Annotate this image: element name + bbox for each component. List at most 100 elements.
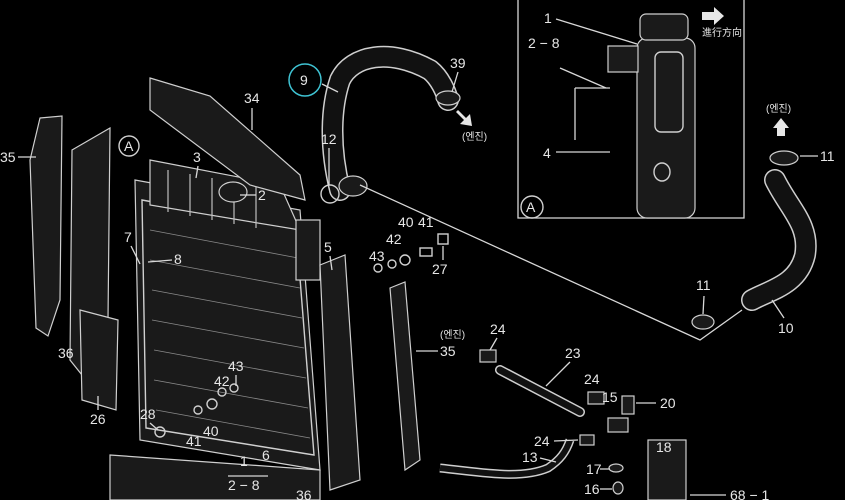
fasteners xyxy=(154,184,449,438)
label-36-left: 36 xyxy=(58,345,74,361)
label-11-top: 11 xyxy=(820,148,835,164)
radiator xyxy=(134,159,321,471)
label-1-bottom: 1 xyxy=(240,453,248,469)
upper-hose-end xyxy=(338,175,368,197)
label-2-8-bottom: 2 − 8 xyxy=(228,477,260,493)
radiator-cap xyxy=(218,181,248,203)
side-panel-35 xyxy=(29,115,63,337)
label-13: 13 xyxy=(522,449,538,465)
label-36-bottom: 36 xyxy=(296,487,312,500)
lower-hose-assembly: (엔진) 11 11 10 xyxy=(359,103,835,341)
leader-7 xyxy=(130,245,141,265)
reservoir-cap xyxy=(639,13,689,41)
label-15: 15 xyxy=(602,389,618,405)
label-43-bottom: 43 xyxy=(228,358,244,374)
inset-label-a: A xyxy=(526,199,536,215)
inset-label-2-8: 2 − 8 xyxy=(528,35,560,51)
label-a-main: A xyxy=(124,138,134,154)
label-9: 9 xyxy=(300,72,308,88)
label-43-top: 43 xyxy=(369,248,385,264)
fitting-15 xyxy=(607,417,629,433)
inset-leader-line-1 xyxy=(559,67,607,89)
label-40-top: 40 xyxy=(398,214,414,230)
leader-28 xyxy=(149,422,159,431)
label-24-a: 24 xyxy=(490,321,506,337)
leader-13 xyxy=(539,457,557,463)
inset-detail: 1 2 − 8 4 進行方向 A xyxy=(517,0,745,219)
inset-label-4: 4 xyxy=(543,145,551,161)
label-41-top: 41 xyxy=(418,214,434,230)
circle-a-icon xyxy=(520,195,544,219)
label-34: 34 xyxy=(244,90,260,106)
shroud-5 xyxy=(319,254,361,491)
arrow-forward-icon xyxy=(702,7,724,25)
highlight-circle xyxy=(288,63,322,97)
label-24-b: 24 xyxy=(584,371,600,387)
shroud-panel-35 xyxy=(389,281,421,472)
clamp-39 xyxy=(435,90,461,106)
label-42-top: 42 xyxy=(386,231,402,247)
leader-24-a xyxy=(489,337,498,351)
leader-24-c xyxy=(553,439,579,442)
label-6: 6 xyxy=(262,447,270,463)
clip-24-c xyxy=(579,434,595,446)
label-11-bottom: 11 xyxy=(696,277,711,293)
washer-17 xyxy=(608,463,624,473)
upper-bracket-34 xyxy=(149,77,306,201)
inset-leader-1 xyxy=(555,18,638,45)
bolt-16 xyxy=(612,481,624,495)
clamp-11-top xyxy=(769,150,799,166)
label-68-1: 68 − 1 xyxy=(730,487,770,500)
label-18: 18 xyxy=(656,439,672,455)
clamp-11-bottom xyxy=(691,314,715,330)
arrow-down-right-icon xyxy=(456,110,472,126)
leader-3 xyxy=(195,165,199,179)
inset-frame xyxy=(517,0,745,219)
label-3: 3 xyxy=(193,149,201,165)
clip-24-b xyxy=(587,391,605,405)
leader-11-bottom xyxy=(702,295,705,315)
label-17: 17 xyxy=(586,461,602,477)
label-12: 12 xyxy=(321,131,337,147)
leader-10 xyxy=(771,299,785,319)
label-35-mid: 35 xyxy=(440,343,456,359)
leader-9 xyxy=(321,83,339,93)
upper-hose-assembly: 9 39 (엔진) xyxy=(288,45,487,201)
leader-39 xyxy=(451,71,459,93)
leader-5 xyxy=(329,255,333,271)
engine-label-1: (엔진) xyxy=(462,131,487,143)
reference-line xyxy=(359,184,743,341)
radiator-side-tank xyxy=(295,219,321,281)
label-35-left: 35 xyxy=(0,149,16,165)
reservoir-neck xyxy=(607,45,639,73)
label-26: 26 xyxy=(90,411,106,427)
arrow-up-icon xyxy=(773,118,789,136)
label-16: 16 xyxy=(584,481,600,497)
clip-24-a xyxy=(479,349,497,363)
label-2: 2 xyxy=(258,187,266,203)
label-10: 10 xyxy=(778,320,794,336)
part-labels: 34 12 35 A 3 2 7 8 5 40 41 42 43 27 36 2… xyxy=(0,90,770,500)
inset-label-1: 1 xyxy=(544,10,552,26)
label-39: 39 xyxy=(450,55,466,71)
label-8: 8 xyxy=(174,251,182,267)
engine-label-2: (엔진) xyxy=(440,329,465,341)
engine-label-3: (엔진) xyxy=(766,103,791,115)
label-42-bottom: 42 xyxy=(214,373,230,389)
label-28: 28 xyxy=(140,406,156,422)
label-41-bottom: 41 xyxy=(186,433,202,449)
label-40-bottom: 40 xyxy=(203,423,219,439)
label-5: 5 xyxy=(324,239,332,255)
label-23: 23 xyxy=(565,345,581,361)
reservoir-tank xyxy=(636,37,696,219)
lower-bracket-26 xyxy=(79,309,119,411)
label-24-c: 24 xyxy=(534,433,550,449)
reservoir-hoses xyxy=(439,349,687,500)
bracket-18 xyxy=(647,439,687,500)
label-7: 7 xyxy=(124,229,132,245)
leader-23 xyxy=(545,361,571,387)
clamp-12 xyxy=(320,184,340,204)
inset-direction-label: 進行方向 xyxy=(702,26,742,39)
